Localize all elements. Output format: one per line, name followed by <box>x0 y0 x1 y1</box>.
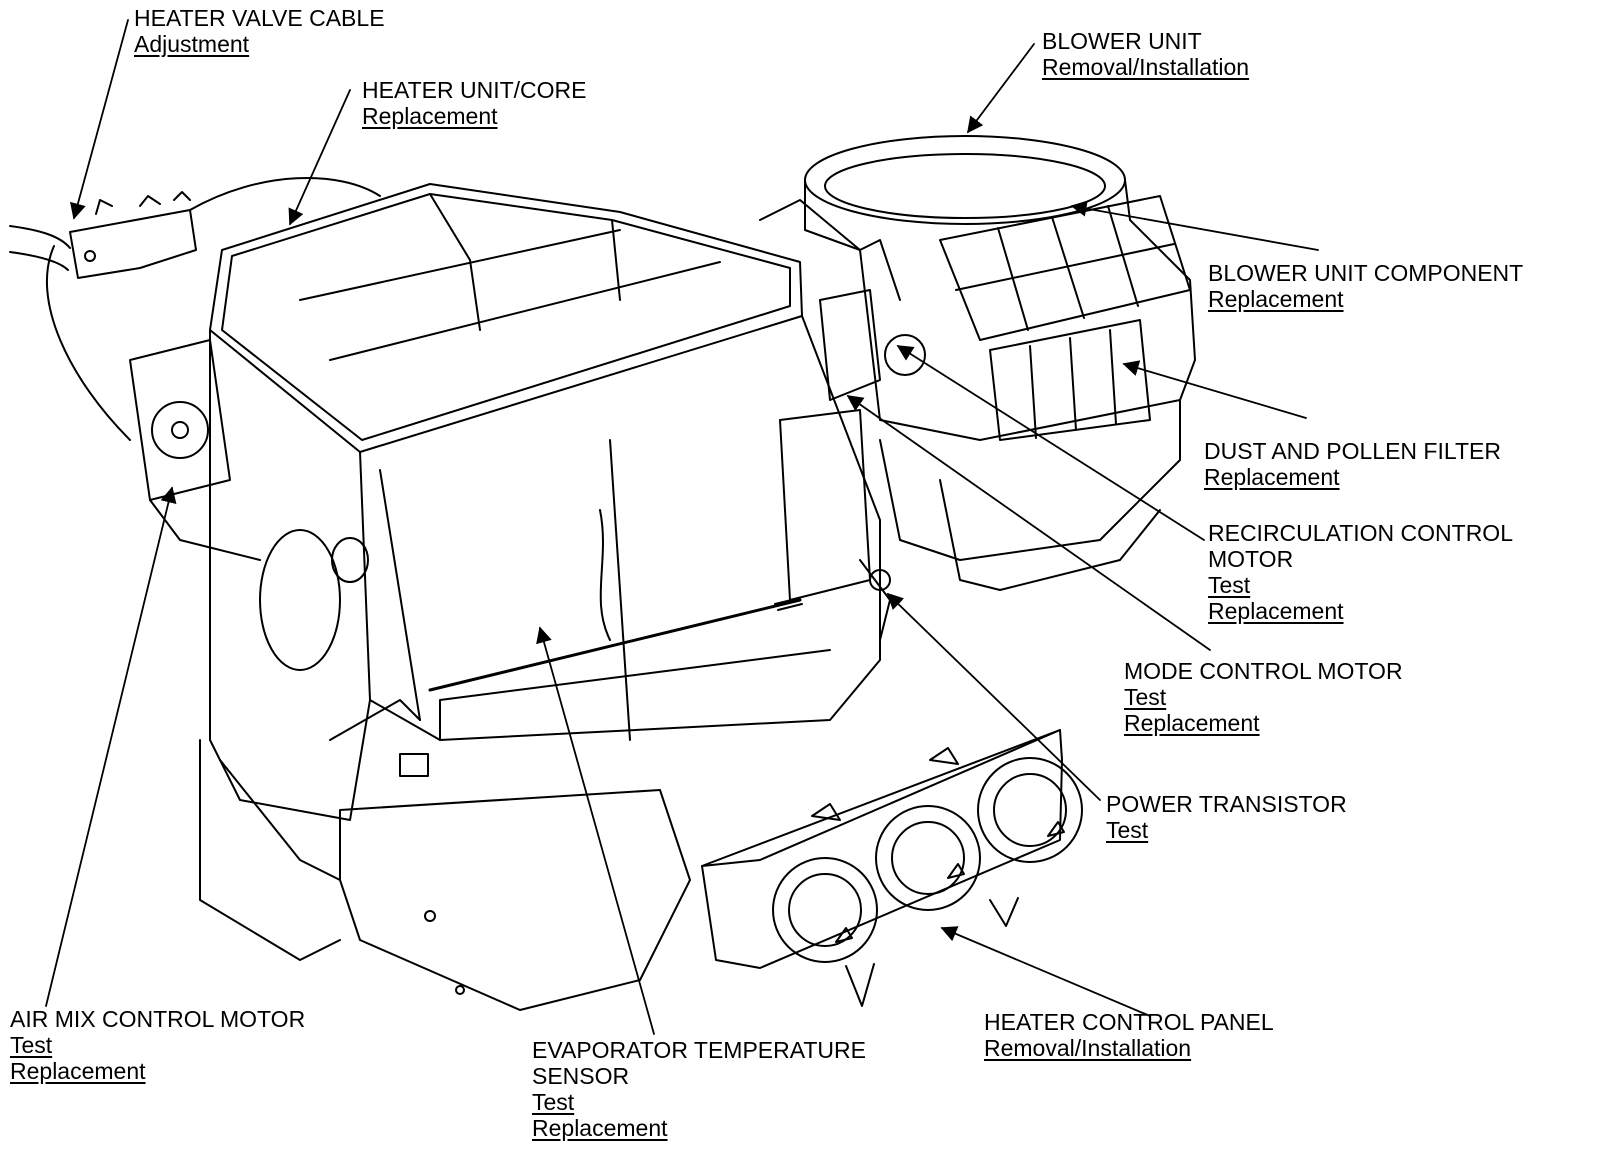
heater-unit-drawing <box>129 183 881 1011</box>
title: MODE CONTROL MOTOR <box>1124 658 1403 684</box>
heater-control-panel-drawing <box>701 729 1083 1007</box>
title-line1: EVAPORATOR TEMPERATURE <box>532 1037 866 1063</box>
label-heater-valve-cable: HEATER VALVE CABLE Adjustment <box>134 5 385 57</box>
label-blower-unit-component: BLOWER UNIT COMPONENT Replacement <box>1208 260 1523 312</box>
label-power-transistor: POWER TRANSISTOR Test <box>1106 791 1347 843</box>
link-test[interactable]: Test <box>1208 572 1251 598</box>
title: POWER TRANSISTOR <box>1106 791 1347 817</box>
link-adjustment[interactable]: Adjustment <box>134 31 250 57</box>
link-test[interactable]: Test <box>10 1032 53 1058</box>
label-mode-control-motor: MODE CONTROL MOTOR Test Replacement <box>1124 658 1403 736</box>
title: AIR MIX CONTROL MOTOR <box>10 1006 306 1032</box>
link-replacement[interactable]: Replacement <box>1208 598 1344 624</box>
link-replacement[interactable]: Replacement <box>532 1115 668 1141</box>
link-test[interactable]: Test <box>1106 817 1149 843</box>
blower-unit-drawing <box>759 135 1196 641</box>
link-replacement[interactable]: Replacement <box>362 103 498 129</box>
title: BLOWER UNIT <box>1042 28 1202 54</box>
link-test[interactable]: Test <box>1124 684 1167 710</box>
title-line1: RECIRCULATION CONTROL <box>1208 520 1513 546</box>
link-removal-installation[interactable]: Removal/Installation <box>984 1035 1192 1061</box>
label-recirculation-control-motor: RECIRCULATION CONTROL MOTOR Test Replace… <box>1208 520 1513 624</box>
label-air-mix-control-motor: AIR MIX CONTROL MOTOR Test Replacement <box>10 1006 305 1084</box>
link-removal-installation[interactable]: Removal/Installation <box>1042 54 1250 80</box>
title-line2: MOTOR <box>1208 546 1294 572</box>
heater-valve-cable-drawing <box>9 177 381 441</box>
label-evaporator-temperature-sensor: EVAPORATOR TEMPERATURE SENSOR Test Repla… <box>532 1037 866 1141</box>
link-replacement[interactable]: Replacement <box>1124 710 1260 736</box>
link-replacement[interactable]: Replacement <box>10 1058 146 1084</box>
link-test[interactable]: Test <box>532 1089 575 1115</box>
title: BLOWER UNIT COMPONENT <box>1208 260 1524 286</box>
title: HEATER VALVE CABLE <box>134 5 385 31</box>
link-replacement[interactable]: Replacement <box>1204 464 1340 490</box>
title: DUST AND POLLEN FILTER <box>1204 438 1501 464</box>
label-heater-unit-core: HEATER UNIT/CORE Replacement <box>362 77 586 129</box>
label-dust-pollen-filter: DUST AND POLLEN FILTER Replacement <box>1204 438 1501 490</box>
label-heater-control-panel: HEATER CONTROL PANEL Removal/Installatio… <box>984 1009 1274 1061</box>
leader-lines <box>45 19 1319 1035</box>
title-line2: SENSOR <box>532 1063 630 1089</box>
title: HEATER CONTROL PANEL <box>984 1009 1274 1035</box>
link-replacement[interactable]: Replacement <box>1208 286 1344 312</box>
title: HEATER UNIT/CORE <box>362 77 587 103</box>
label-blower-unit: BLOWER UNIT Removal/Installation <box>1042 28 1249 80</box>
